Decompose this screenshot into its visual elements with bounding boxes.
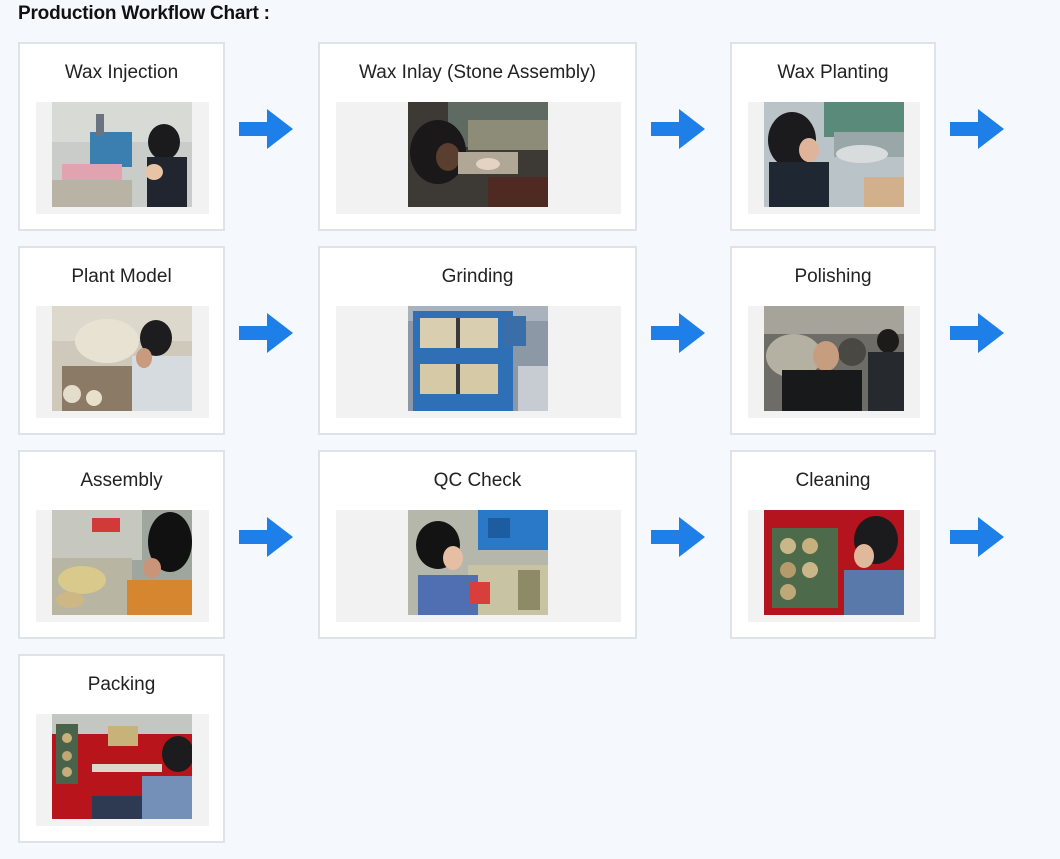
step-label: Assembly xyxy=(80,470,163,491)
arrow-right-icon xyxy=(239,109,293,149)
arrow-right-icon xyxy=(651,313,705,353)
worker-setting-stones-photo xyxy=(408,102,548,207)
step-label: Wax Inlay (Stone Assembly) xyxy=(359,62,596,83)
worker-assembling-parts-photo xyxy=(52,510,192,615)
photo-frame xyxy=(36,510,209,622)
arrow-right-icon xyxy=(950,109,1004,149)
photo-frame xyxy=(748,306,920,418)
arrow-right-icon xyxy=(651,517,705,557)
worker-at-wax-injector-photo xyxy=(52,102,192,207)
photo-frame xyxy=(748,102,920,214)
step-card-wax-planting: Wax Planting xyxy=(730,42,936,231)
step-card-polishing: Polishing xyxy=(730,246,936,435)
step-label: Plant Model xyxy=(71,266,172,287)
step-card-wax-inlay: Wax Inlay (Stone Assembly) xyxy=(318,42,637,231)
arrow-right-icon xyxy=(239,313,293,353)
photo-frame xyxy=(336,510,621,622)
page-title: Production Workflow Chart : xyxy=(18,3,270,24)
arrow-right-icon xyxy=(950,313,1004,353)
arrow-right-icon xyxy=(950,517,1004,557)
worker-at-model-bench-photo xyxy=(52,306,192,411)
step-card-wax-injection: Wax Injection xyxy=(18,42,225,231)
photo-frame xyxy=(36,102,209,214)
photo-frame xyxy=(336,306,621,418)
arrow-right-icon xyxy=(651,109,705,149)
step-card-qc-check: QC Check xyxy=(318,450,637,639)
step-label: Cleaning xyxy=(795,470,871,491)
photo-frame xyxy=(748,510,920,622)
step-label: QC Check xyxy=(433,470,522,491)
photo-frame xyxy=(336,102,621,214)
step-card-packing: Packing xyxy=(18,654,225,843)
worker-packing-photo xyxy=(52,714,192,819)
worker-planting-wax-tree-photo xyxy=(764,102,904,207)
step-card-grinding: Grinding xyxy=(318,246,637,435)
worker-cleaning-trays-photo xyxy=(764,510,904,615)
step-label: Packing xyxy=(87,674,156,695)
photo-frame xyxy=(36,714,209,826)
step-label: Wax Injection xyxy=(64,62,179,83)
step-card-assembly: Assembly xyxy=(18,450,225,639)
grinding-machine-photo xyxy=(408,306,548,411)
step-label: Grinding xyxy=(441,266,514,287)
step-label: Wax Planting xyxy=(777,62,889,83)
step-card-cleaning: Cleaning xyxy=(730,450,936,639)
arrow-right-icon xyxy=(239,517,293,557)
step-card-plant-model: Plant Model xyxy=(18,246,225,435)
worker-inspecting-photo xyxy=(408,510,548,615)
workers-polishing-photo xyxy=(764,306,904,411)
step-label: Polishing xyxy=(794,266,872,287)
photo-frame xyxy=(36,306,209,418)
